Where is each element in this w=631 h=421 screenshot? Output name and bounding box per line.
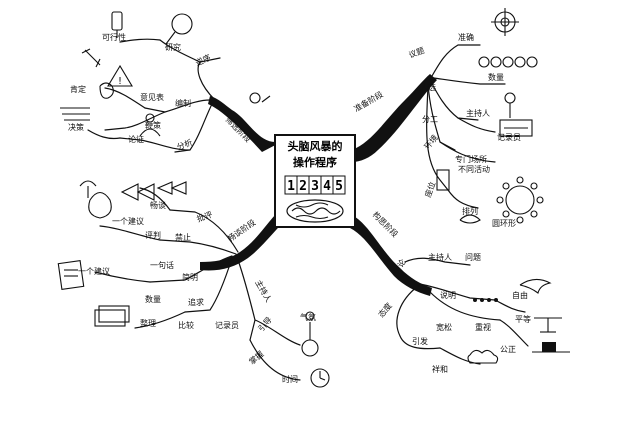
stage1-accurate: 准确 [458, 32, 474, 42]
stage1-environment: 环境 [422, 133, 440, 152]
lightbulb-icon [111, 11, 123, 38]
stage2-judge: 评判 [145, 230, 161, 240]
stage5-guide: 引导 [257, 315, 274, 333]
computer-icon [499, 119, 533, 137]
central-title-line1: 头脑风暴的 [288, 139, 343, 153]
stage4-reverse: 逆序 [194, 52, 213, 68]
hand-icon [99, 82, 114, 99]
stage2-quantity: 数量 [145, 294, 161, 304]
brain-icon [286, 199, 344, 223]
stage1-label: 准备阶段 [352, 89, 385, 114]
main-branch-upper-left [208, 96, 285, 152]
stage2-compare: 比较 [178, 320, 194, 330]
stage3-clear: 主持人 [428, 252, 452, 262]
number-2: 2 [299, 179, 307, 194]
stage2-organize: 整理 [140, 318, 156, 328]
dots-icon [473, 298, 498, 302]
stage3-equal: 平等 [515, 314, 531, 324]
magnifier-icon [165, 13, 193, 45]
number-4: 4 [323, 179, 331, 194]
lightbulb-thought-icon [249, 92, 271, 104]
stage5-time: 时间 [282, 374, 298, 384]
hands-icon [88, 191, 112, 219]
stage4-affirm: 肯定 [70, 84, 86, 94]
stage2-one-suggestion: 一个建议 [78, 266, 110, 276]
stage1-recorder: 记录员 [497, 133, 521, 142]
stage4-feasibility: 可行性 [102, 32, 126, 42]
stage4-compile: 编制 [175, 98, 191, 108]
stage1-people: 人选 [420, 82, 436, 92]
apples-icon [478, 56, 538, 68]
unicycle-icon [301, 311, 319, 357]
stage1-quantity: 数量 [488, 72, 504, 82]
stage4-analyze: 分析 [175, 137, 193, 152]
stage5-control: 掌握 [247, 349, 266, 367]
key-icon [504, 92, 516, 118]
stage2-forbid: 禁止 [175, 232, 191, 242]
target-icon [491, 8, 519, 36]
stage3-induce: 引发 [412, 336, 428, 346]
cloud-icon [467, 349, 499, 364]
weight-icon [532, 342, 570, 353]
number-5: 5 [335, 179, 343, 194]
central-title-line2: 操作程序 [293, 155, 337, 169]
stage2-free-talk: 畅谈 [150, 200, 166, 210]
stage1-division: 分工 [422, 115, 438, 124]
main-branch-upper-right [352, 74, 437, 162]
warning-icon: ! [107, 64, 133, 87]
cards-icon [94, 305, 130, 327]
stage3-label: 构思阶段 [371, 209, 401, 239]
bird-icon [519, 278, 552, 294]
phone-icon [436, 169, 450, 191]
person-icon [139, 113, 161, 137]
svg-text:!: ! [118, 76, 122, 87]
round-table-icon [496, 176, 544, 224]
stage2-one-sentence: 一句话 [150, 260, 174, 270]
stage5-label: 主持人 [253, 278, 274, 304]
fish-icon [60, 107, 90, 121]
sign-icon [79, 180, 97, 198]
stage2-label: 畅谈阶段 [225, 217, 257, 244]
stage1-seat: 座位 [422, 180, 437, 198]
number-boxes: 1 2 3 4 5 [284, 175, 346, 195]
main-branch-lower-right [350, 215, 432, 296]
stage2-pursue: 追求 [188, 297, 204, 307]
stage4-spur: 鞭策 [145, 120, 161, 130]
scale-icon [534, 317, 562, 333]
stage1-host: 主持人 [466, 108, 490, 118]
stage4-decide: 决策 [68, 122, 84, 132]
fan-icon [459, 214, 481, 224]
stage5-atmosphere: 气氛 [300, 312, 316, 322]
stage2-critique-box: 批评 [195, 209, 213, 224]
number-1: 1 [287, 179, 295, 194]
stage3-attitude: 态度 [376, 301, 394, 320]
stage1-arrange: 排列 [462, 206, 478, 216]
central-topic: 头脑风暴的 操作程序 1 2 3 4 5 [274, 134, 356, 228]
stage3-fair: 公正 [500, 345, 516, 354]
stage3-free: 自由 [512, 290, 528, 300]
stage1-circle: 圆环形 [492, 219, 516, 228]
stage4-opinion-form: 意见表 [140, 92, 164, 102]
stage3-relaxed: 宽松 [436, 322, 452, 332]
stage1-place: 专门场所 [455, 154, 487, 164]
stage2-criticize: 一个建议 [112, 216, 144, 226]
stage1-topic: 议题 [408, 46, 426, 60]
stage3-question: 问题 [465, 253, 481, 262]
stage2-recorder: 记录员 [215, 321, 239, 330]
stage3-peaceful: 祥和 [432, 364, 448, 374]
stage4-argue: 论证 [128, 134, 144, 144]
stage3-value: 重视 [475, 322, 491, 332]
stage3-explain: 说明 [440, 290, 456, 300]
clock-icon [310, 368, 330, 388]
stage4-research: 研究 [165, 42, 181, 52]
stage1-diff-activities: 不同活动 [458, 164, 490, 174]
number-3: 3 [311, 179, 319, 194]
paper-icon [57, 259, 85, 291]
bowtie-icon [120, 181, 187, 201]
stage2-concise: 简明 [182, 272, 198, 282]
wrench-icon [81, 48, 101, 68]
